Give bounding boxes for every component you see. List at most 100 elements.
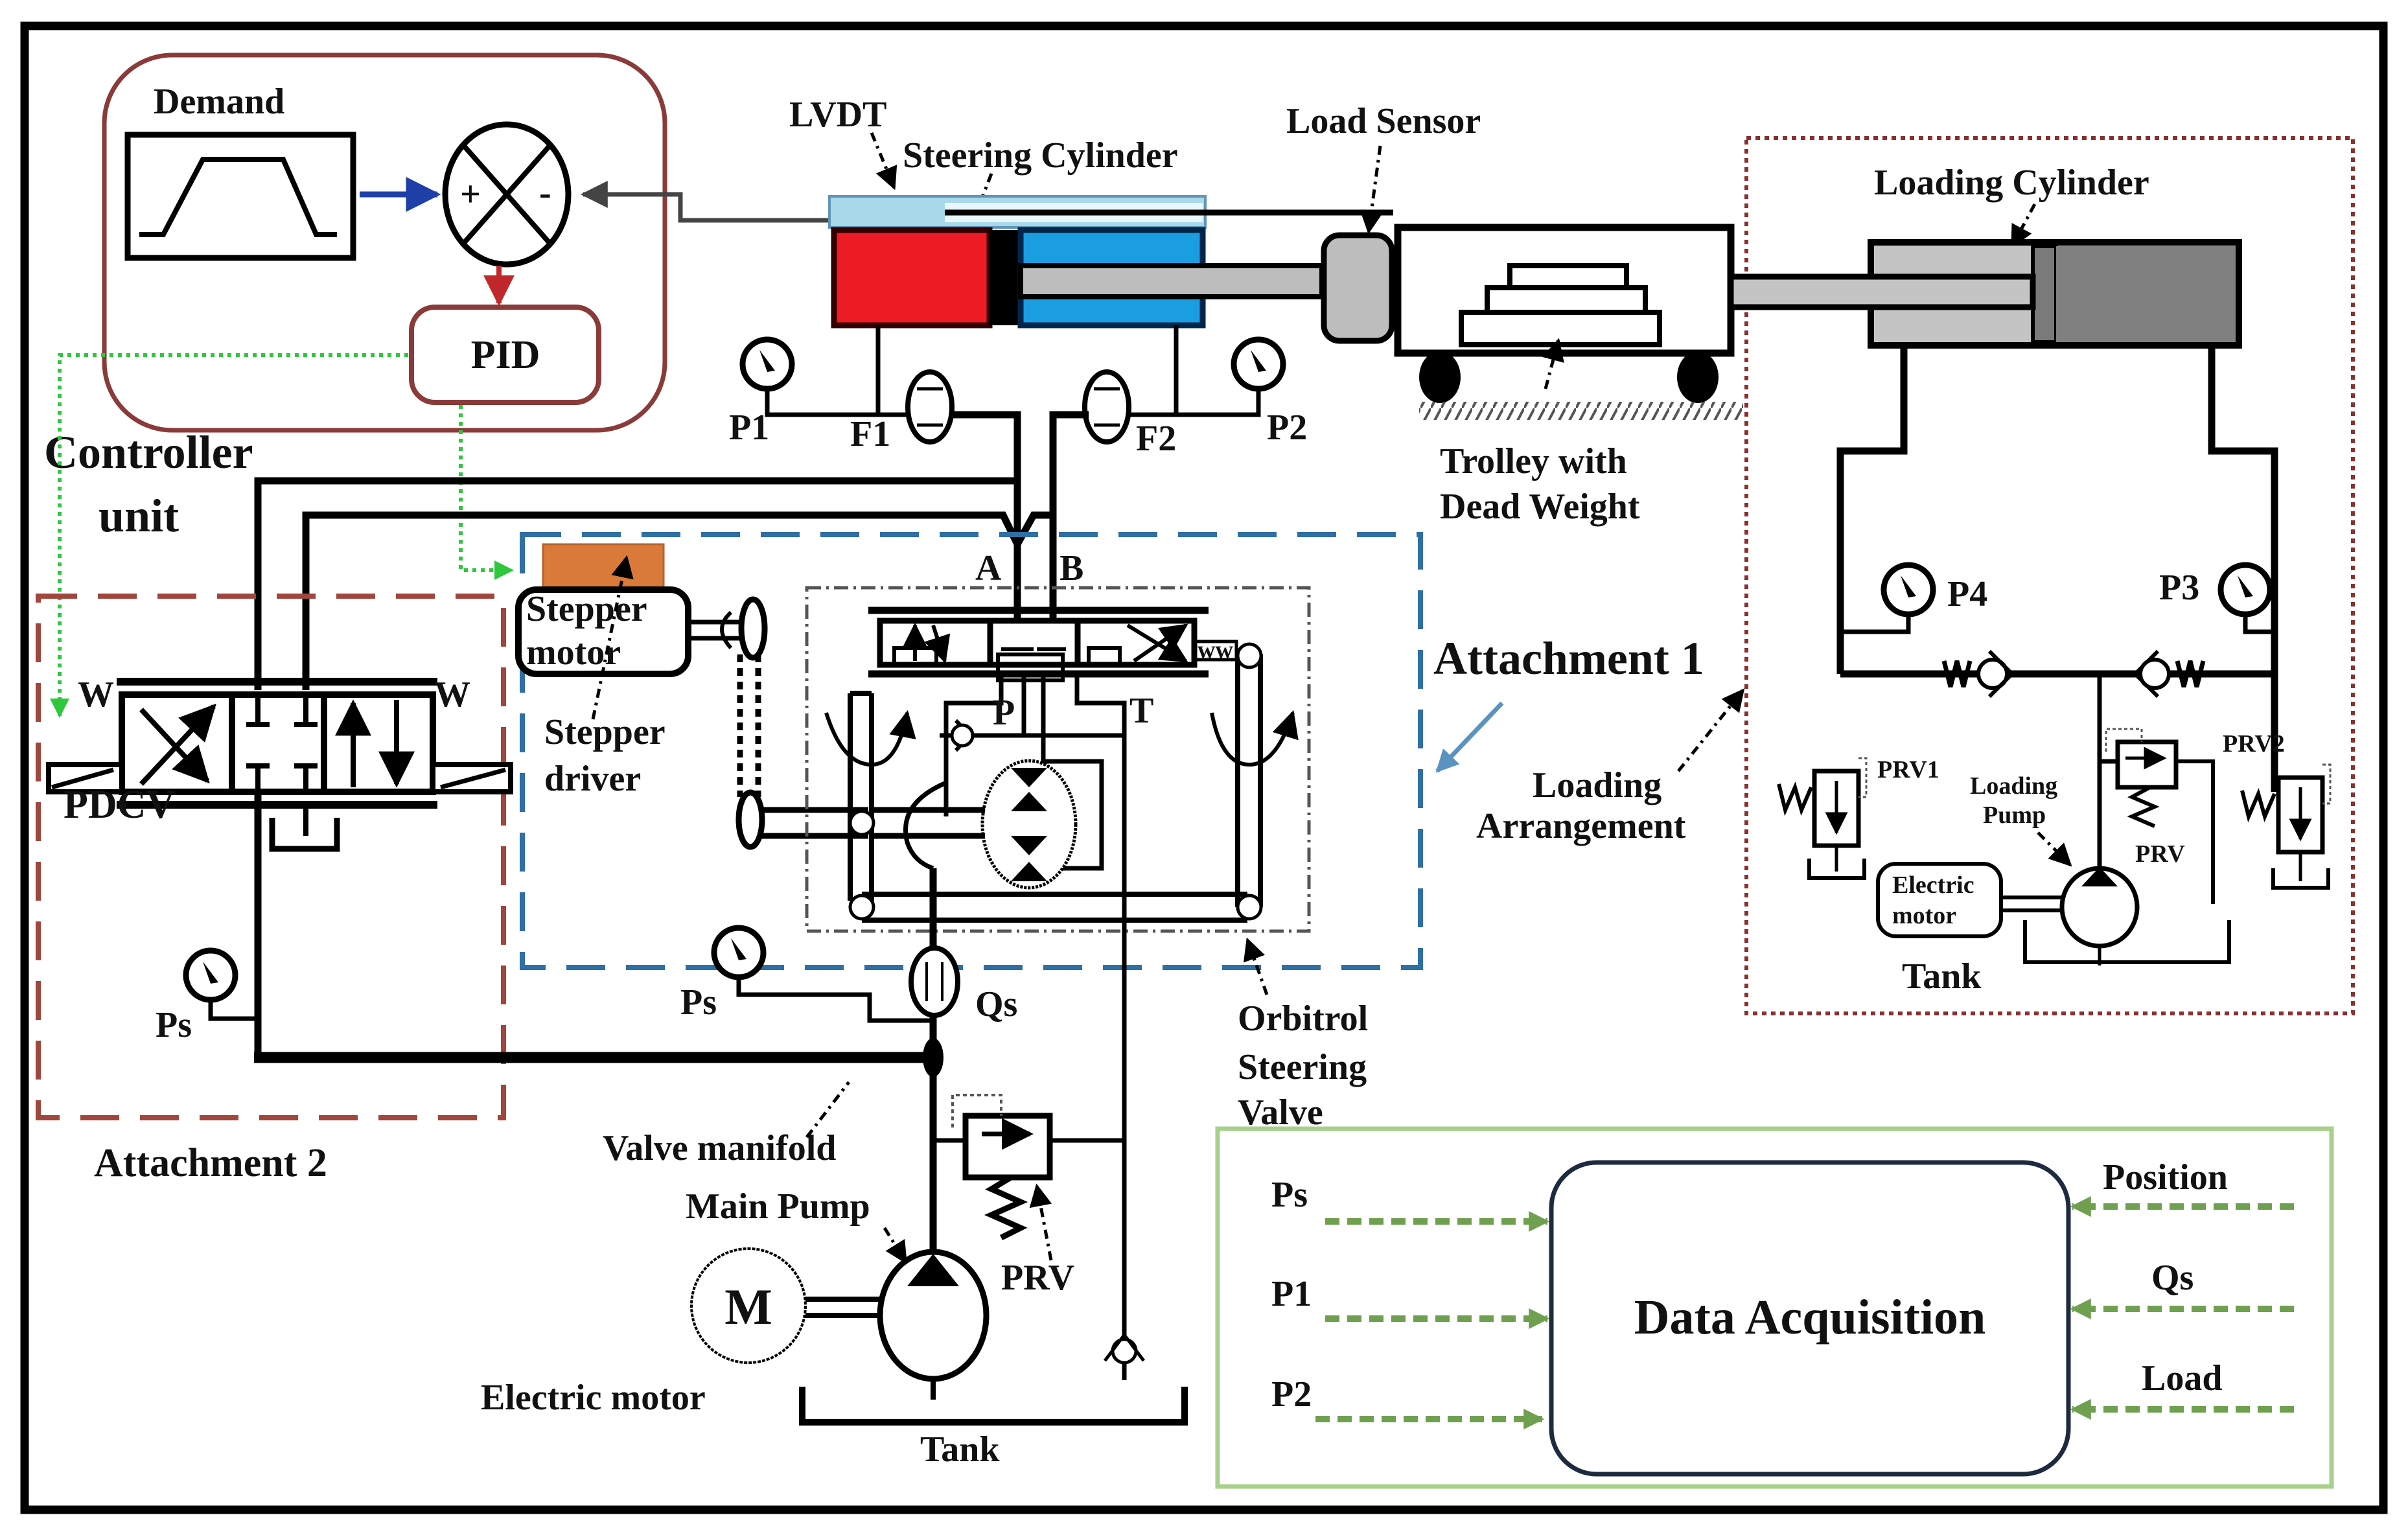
trolley-wheel-right [1677,351,1719,403]
electric-motor-label: Electric motor [481,1378,706,1418]
rotation-arrow-left-icon [824,710,916,767]
trolley-wheel-left [1419,351,1461,403]
motor-symbol: M [724,1278,772,1335]
flow-meter-f2 [1082,369,1131,445]
ps-label-supply: Ps [680,982,717,1023]
pressure-gauge-p3 [2217,562,2275,634]
p4-label: P4 [1947,574,1987,614]
gauge-needle-icon [203,962,218,984]
daq-input-load: Load [2142,1358,2223,1398]
main-tank [799,1387,1188,1426]
main-pump-label: Main Pump [686,1186,870,1227]
pressure-gauge-ps-supply [711,925,930,1023]
main-tank-label: Tank [920,1429,1000,1470]
attachment-2-label: Attachment 2 [94,1141,327,1185]
stepper-driver-label-2: driver [544,759,641,799]
loading-pump [2059,866,2140,965]
p1-label: P1 [729,408,769,448]
controller-unit-label-1: Controller [44,426,253,478]
rotation-arrow-right-icon [1210,710,1299,767]
daq-title: Data Acquisition [1634,1290,1986,1345]
shaft-coupling-bottom [735,789,765,850]
spring-left-icon: W [78,675,114,715]
prv2 [2240,763,2332,890]
loading-cylinder-chamber [2056,246,2236,342]
steering-cylinder: LVDT Steering Cylinder Load Sensor Troll… [729,95,1743,648]
daq-input-ps: Ps [1271,1175,1308,1215]
attachment-2-border [36,594,506,1120]
summing-junction: + - [442,121,572,268]
port-t-label: T [1129,691,1153,731]
stepper-driver [542,543,665,591]
steering-cylinder-label: Steering Cylinder [903,135,1178,176]
line-to-port-b [1049,411,1089,648]
prv1 [1777,757,1868,880]
pdcv-valve: W W [46,675,513,852]
flow-meter-qs [909,945,960,1018]
orbitrol-leader [1243,937,1269,995]
loading-cylinder-label: Loading Cylinder [1874,163,2149,203]
trolley [1394,224,1743,420]
lvdt-leader [870,132,897,191]
electric-motor: M [690,1247,880,1364]
pid-block [409,305,601,405]
orbitrol-label-2: Steering [1238,1047,1367,1087]
pdcv-line-a [254,477,1014,690]
sum-minus-sign: - [539,173,551,213]
pdcv-label: PDCV [64,783,175,827]
orbitrol-label-3: Valve [1238,1092,1323,1133]
stepper-driver-leader [591,555,634,720]
data-acquisition-panel: Data Acquisition Ps P1 P2 Position Qs Lo… [1215,1126,2334,1489]
flow-meter-f1 [905,369,955,445]
daq-input-p1: P1 [1271,1274,1312,1314]
gauge-needle-icon [759,350,775,372]
controller-unit-label-2: unit [98,490,179,542]
gauge-needle-icon [1901,575,1916,597]
valve-manifold-label: Valve manifold [603,1128,836,1168]
spring-icon [2240,788,2276,823]
trapezoid-waveform-icon [139,157,337,237]
demand-block [124,132,356,261]
dead-weight-1 [1459,310,1662,347]
spring-icon [1777,781,1813,816]
main-pump [877,1249,990,1400]
check-valve-left [1941,649,2015,699]
ground-hatch [1419,402,1743,420]
loading-motor-label-1: Electric [1892,872,1974,899]
pdcv-tank-symbol [269,818,340,852]
loading-pump-label-1: Loading [1970,772,2057,800]
pid-to-pdcv-signal [50,353,408,718]
line-to-port-a [953,411,1021,648]
main-prv [933,1094,1124,1261]
attachment-1: Attachment 1 Stepper motor Stepper drive… [515,532,1704,1095]
feedback-lvdt-line [580,181,833,223]
lvdt-label: LVDT [789,95,886,135]
spring-icon [2127,785,2160,828]
piston-rod [1018,263,1325,299]
return-check-valve [1104,1332,1145,1365]
pid-label: PID [471,333,540,377]
gauge-needle-icon [2238,575,2253,597]
loading-arrangement-leader [1677,688,1745,772]
daq-block [1549,1160,2071,1477]
pdcv-line-b [302,511,1053,690]
f1-label: F1 [850,414,890,454]
shaft-coupling-top [738,596,768,661]
pressure-gauge-p2 [1176,336,1286,417]
outer-frame [20,21,2388,1514]
sum-plus-sign: + [460,174,481,214]
stepper-driver-label-1: Stepper [544,712,666,752]
dead-weight-2 [1485,285,1648,315]
daq-input-p2: P2 [1271,1374,1312,1415]
loading-arrangement-label-1: Loading [1533,765,1661,805]
pump-direction-icon [2081,867,2118,886]
port-b-label: B [1059,548,1083,588]
stepper-motor-label-2: motor [526,632,621,673]
prv-label-main: PRV [1001,1258,1074,1298]
orbitrol-border [805,586,1311,933]
orbitrol-valve: ww [805,548,1311,1095]
attachment-1-pointer [1435,701,1504,773]
loading-arrangement-border [1744,136,2355,1015]
trolley-label-2: Dead Weight [1440,487,1640,527]
prv1-label: PRV1 [1877,756,1939,783]
